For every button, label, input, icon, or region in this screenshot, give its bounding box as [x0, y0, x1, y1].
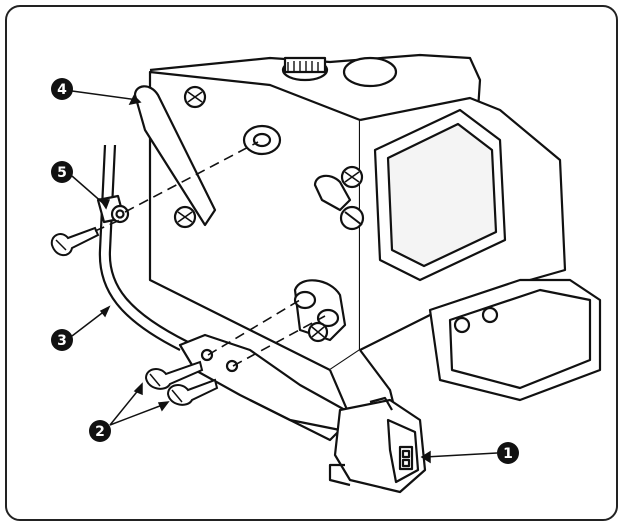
- svg-text:5: 5: [57, 165, 67, 181]
- svg-text:3: 3: [57, 333, 67, 349]
- callout-4: 4: [51, 78, 73, 100]
- screw-lower-2: [166, 378, 219, 406]
- callout-3: 3: [51, 329, 73, 351]
- screw-lower-1: [144, 360, 204, 390]
- callout-1: 1: [497, 442, 519, 464]
- callout-5: 5: [51, 161, 73, 183]
- svg-text:1: 1: [503, 446, 513, 462]
- rod-part-3: [98, 144, 181, 351]
- svg-text:4: 4: [57, 82, 67, 98]
- svg-text:2: 2: [95, 424, 105, 440]
- callout-2: 2: [89, 420, 111, 442]
- leader-lines: [71, 90, 498, 464]
- screws: [50, 226, 219, 406]
- alignment-lines: [94, 141, 326, 367]
